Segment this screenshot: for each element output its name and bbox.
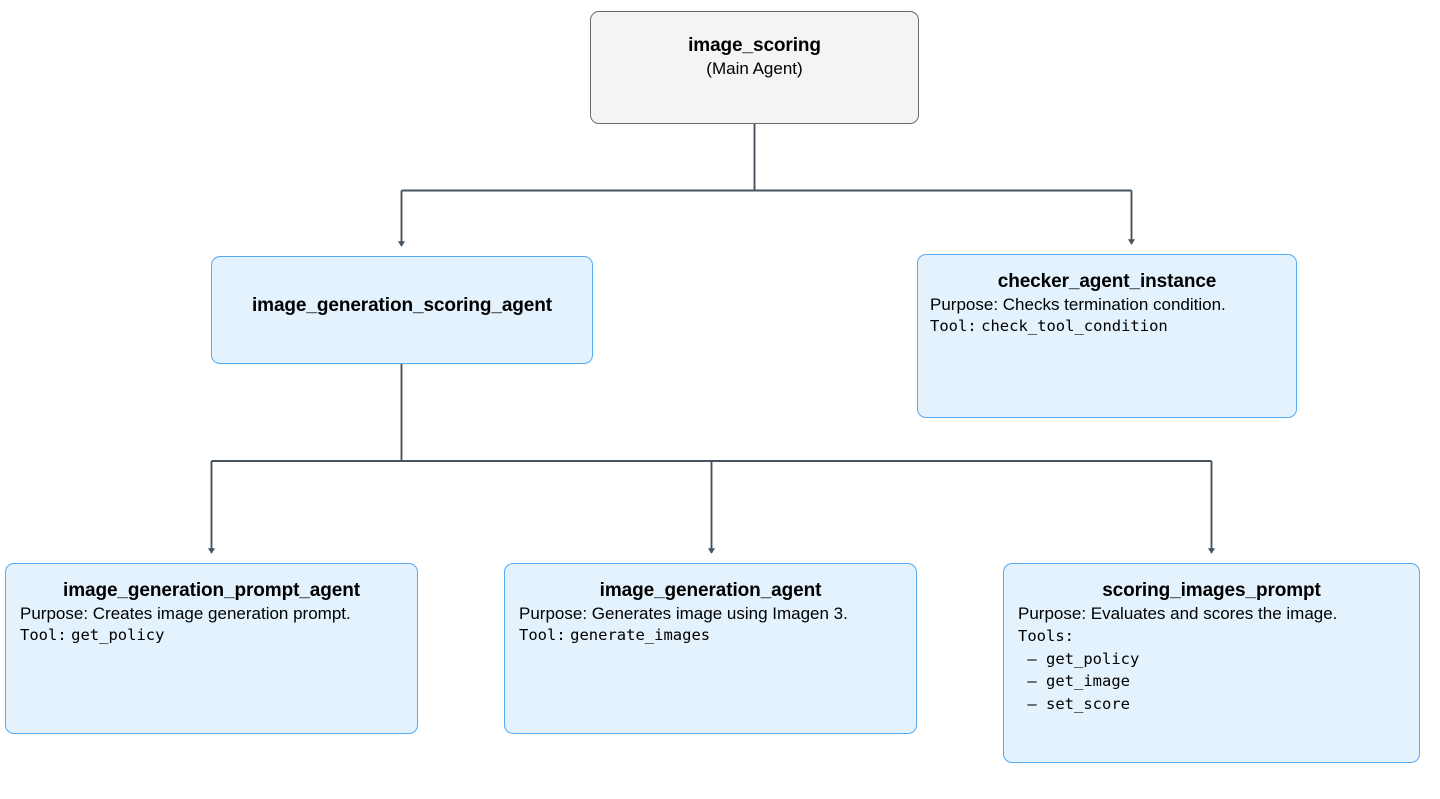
node-prompt-agent-title: image_generation_prompt_agent (63, 580, 360, 601)
node-scoring-prompt-tools-label: Tools: (1018, 627, 1074, 646)
node-prompt-agent-purpose: Purpose: Creates image generation prompt… (20, 603, 351, 623)
node-scoring-prompt-content: scoring_images_prompt Purpose: Evaluates… (1004, 579, 1419, 715)
node-generation-agent-tool-name: generate_images (570, 626, 711, 645)
node-generation-agent-content: image_generation_agent Purpose: Generate… (505, 579, 916, 646)
node-checker-tool-name: check_tool_condition (981, 317, 1168, 336)
node-scoring-images-prompt[interactable]: scoring_images_prompt Purpose: Evaluates… (1003, 563, 1420, 763)
node-generation-agent-title: image_generation_agent (599, 580, 822, 601)
node-prompt-agent-tool-label: Tool: (20, 626, 67, 645)
node-checker-tool-label: Tool: (930, 317, 977, 336)
node-root-content: image_scoring (Main Agent) (591, 34, 918, 80)
node-image-generation-scoring-agent[interactable]: image_generation_scoring_agent (211, 256, 593, 364)
node-prompt-agent-content: image_generation_prompt_agent Purpose: C… (6, 579, 417, 646)
node-checker-content: checker_agent_instance Purpose: Checks t… (918, 270, 1296, 337)
node-prompt-agent-tool: Tool: get_policy (20, 625, 403, 646)
node-image-generation-prompt-agent[interactable]: image_generation_prompt_agent Purpose: C… (5, 563, 418, 734)
node-checker-agent-instance[interactable]: checker_agent_instance Purpose: Checks t… (917, 254, 1297, 418)
node-checker-title: checker_agent_instance (997, 271, 1217, 292)
node-generation-agent-purpose: Purpose: Generates image using Imagen 3. (519, 603, 848, 623)
node-scoring-prompt-purpose: Purpose: Evaluates and scores the image. (1018, 603, 1338, 623)
node-scoring-prompt-tools-list: – get_policy – get_image – set_score (1027, 649, 1140, 713)
node-scoring-prompt-title: scoring_images_prompt (1102, 580, 1321, 601)
node-checker-purpose: Purpose: Checks termination condition. (930, 294, 1226, 314)
node-prompt-agent-tool-name: get_policy (71, 626, 165, 645)
node-root-title: image_scoring (688, 35, 821, 56)
node-checker-tool: Tool: check_tool_condition (930, 316, 1284, 337)
node-scoring-agent-title: image_generation_scoring_agent (251, 295, 553, 316)
node-root-subtitle: (Main Agent) (706, 58, 803, 78)
node-generation-agent-tool: Tool: generate_images (519, 625, 902, 646)
node-generation-agent-tool-label: Tool: (519, 626, 566, 645)
node-image-scoring[interactable]: image_scoring (Main Agent) (590, 11, 919, 124)
node-image-generation-agent[interactable]: image_generation_agent Purpose: Generate… (504, 563, 917, 734)
